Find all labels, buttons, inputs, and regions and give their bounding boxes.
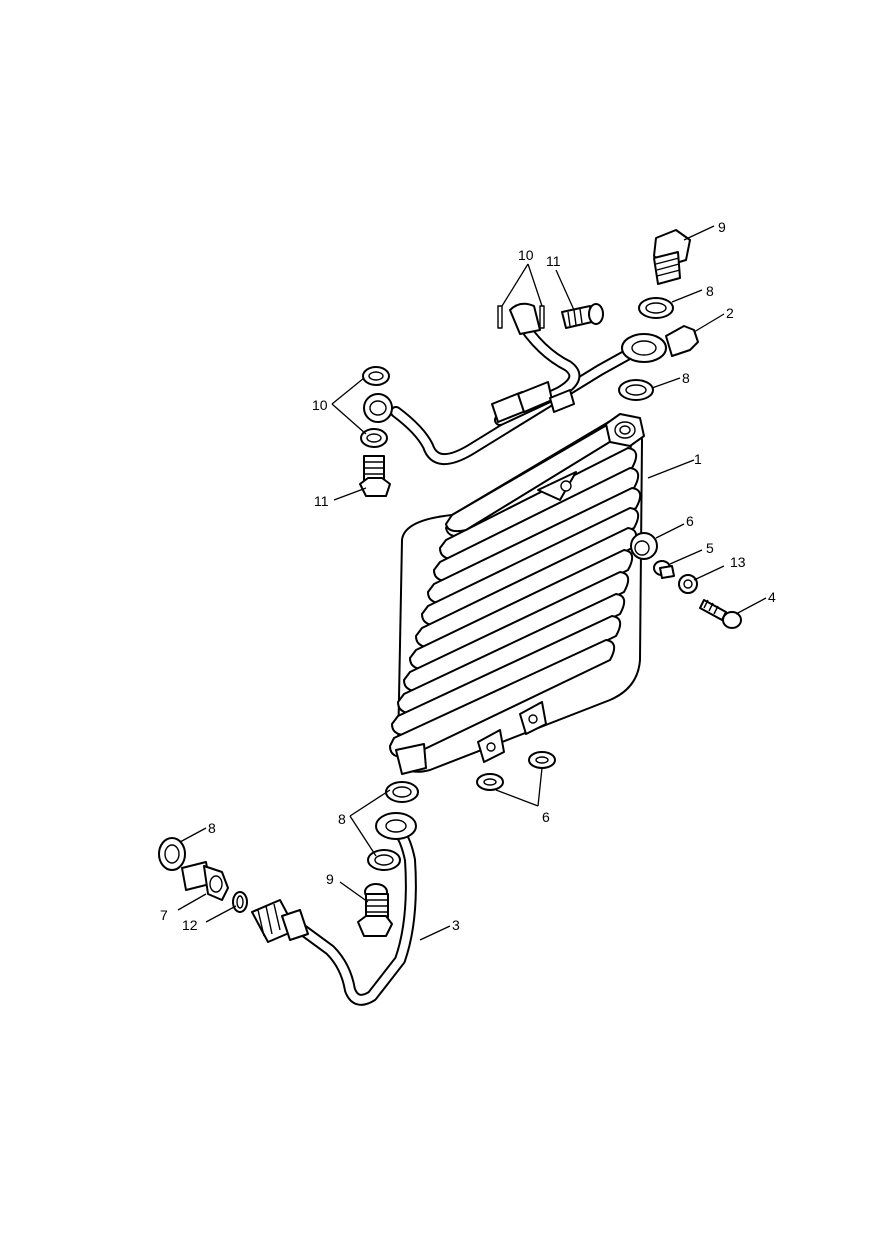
spacer: [653, 560, 675, 579]
upper-oil-hose: [390, 302, 699, 465]
callout-1: 1: [694, 451, 702, 467]
washers-left: [360, 366, 393, 448]
callout-12: 12: [182, 917, 198, 933]
grommet-side: [630, 532, 658, 560]
callout-8: 8: [208, 820, 216, 836]
cooler-fins: [389, 430, 642, 758]
oil-cooler: [389, 413, 645, 775]
callout-8: 8: [682, 370, 690, 386]
callout-2: 2: [726, 305, 734, 321]
banjo-bolt-small-top: [561, 303, 604, 329]
lower-oil-pipe: [251, 812, 417, 1006]
cooler-top-bracket: [537, 471, 577, 501]
bolt: [699, 599, 742, 629]
leader-lines: [177, 225, 767, 941]
callout-11: 11: [546, 253, 561, 269]
grommets-bottom: [476, 751, 556, 791]
callout-labels: 1 2 3 4 5 6 6 7 8 8 8 8 9 9 10 10 11 11 …: [160, 219, 776, 933]
cooler-union-nut: [605, 413, 645, 447]
o-ring: [232, 891, 248, 913]
sealing-washer-top: [638, 297, 674, 319]
callout-13: 13: [730, 554, 746, 570]
washer: [678, 574, 698, 594]
callout-6: 6: [542, 809, 550, 825]
callout-10: 10: [312, 397, 328, 413]
sealing-washer-adaptor: [158, 837, 186, 871]
banjo-bolt-lower: [357, 883, 393, 937]
sealing-washer-upper-banjo: [618, 379, 654, 401]
callout-8: 8: [706, 283, 714, 299]
callout-8: 8: [338, 811, 346, 827]
callout-9: 9: [718, 219, 726, 235]
adaptor: [181, 861, 229, 901]
callout-7: 7: [160, 907, 168, 923]
callout-4: 4: [768, 589, 776, 605]
callout-3: 3: [452, 917, 460, 933]
callout-6: 6: [686, 513, 694, 529]
banjo-bolt-small-left: [359, 455, 391, 497]
callout-10: 10: [518, 247, 534, 263]
callout-9: 9: [326, 871, 334, 887]
callout-5: 5: [706, 540, 714, 556]
callout-11: 11: [314, 493, 329, 509]
cooler-bottom-brackets: [477, 701, 547, 763]
banjo-bolt-top: [653, 229, 691, 285]
